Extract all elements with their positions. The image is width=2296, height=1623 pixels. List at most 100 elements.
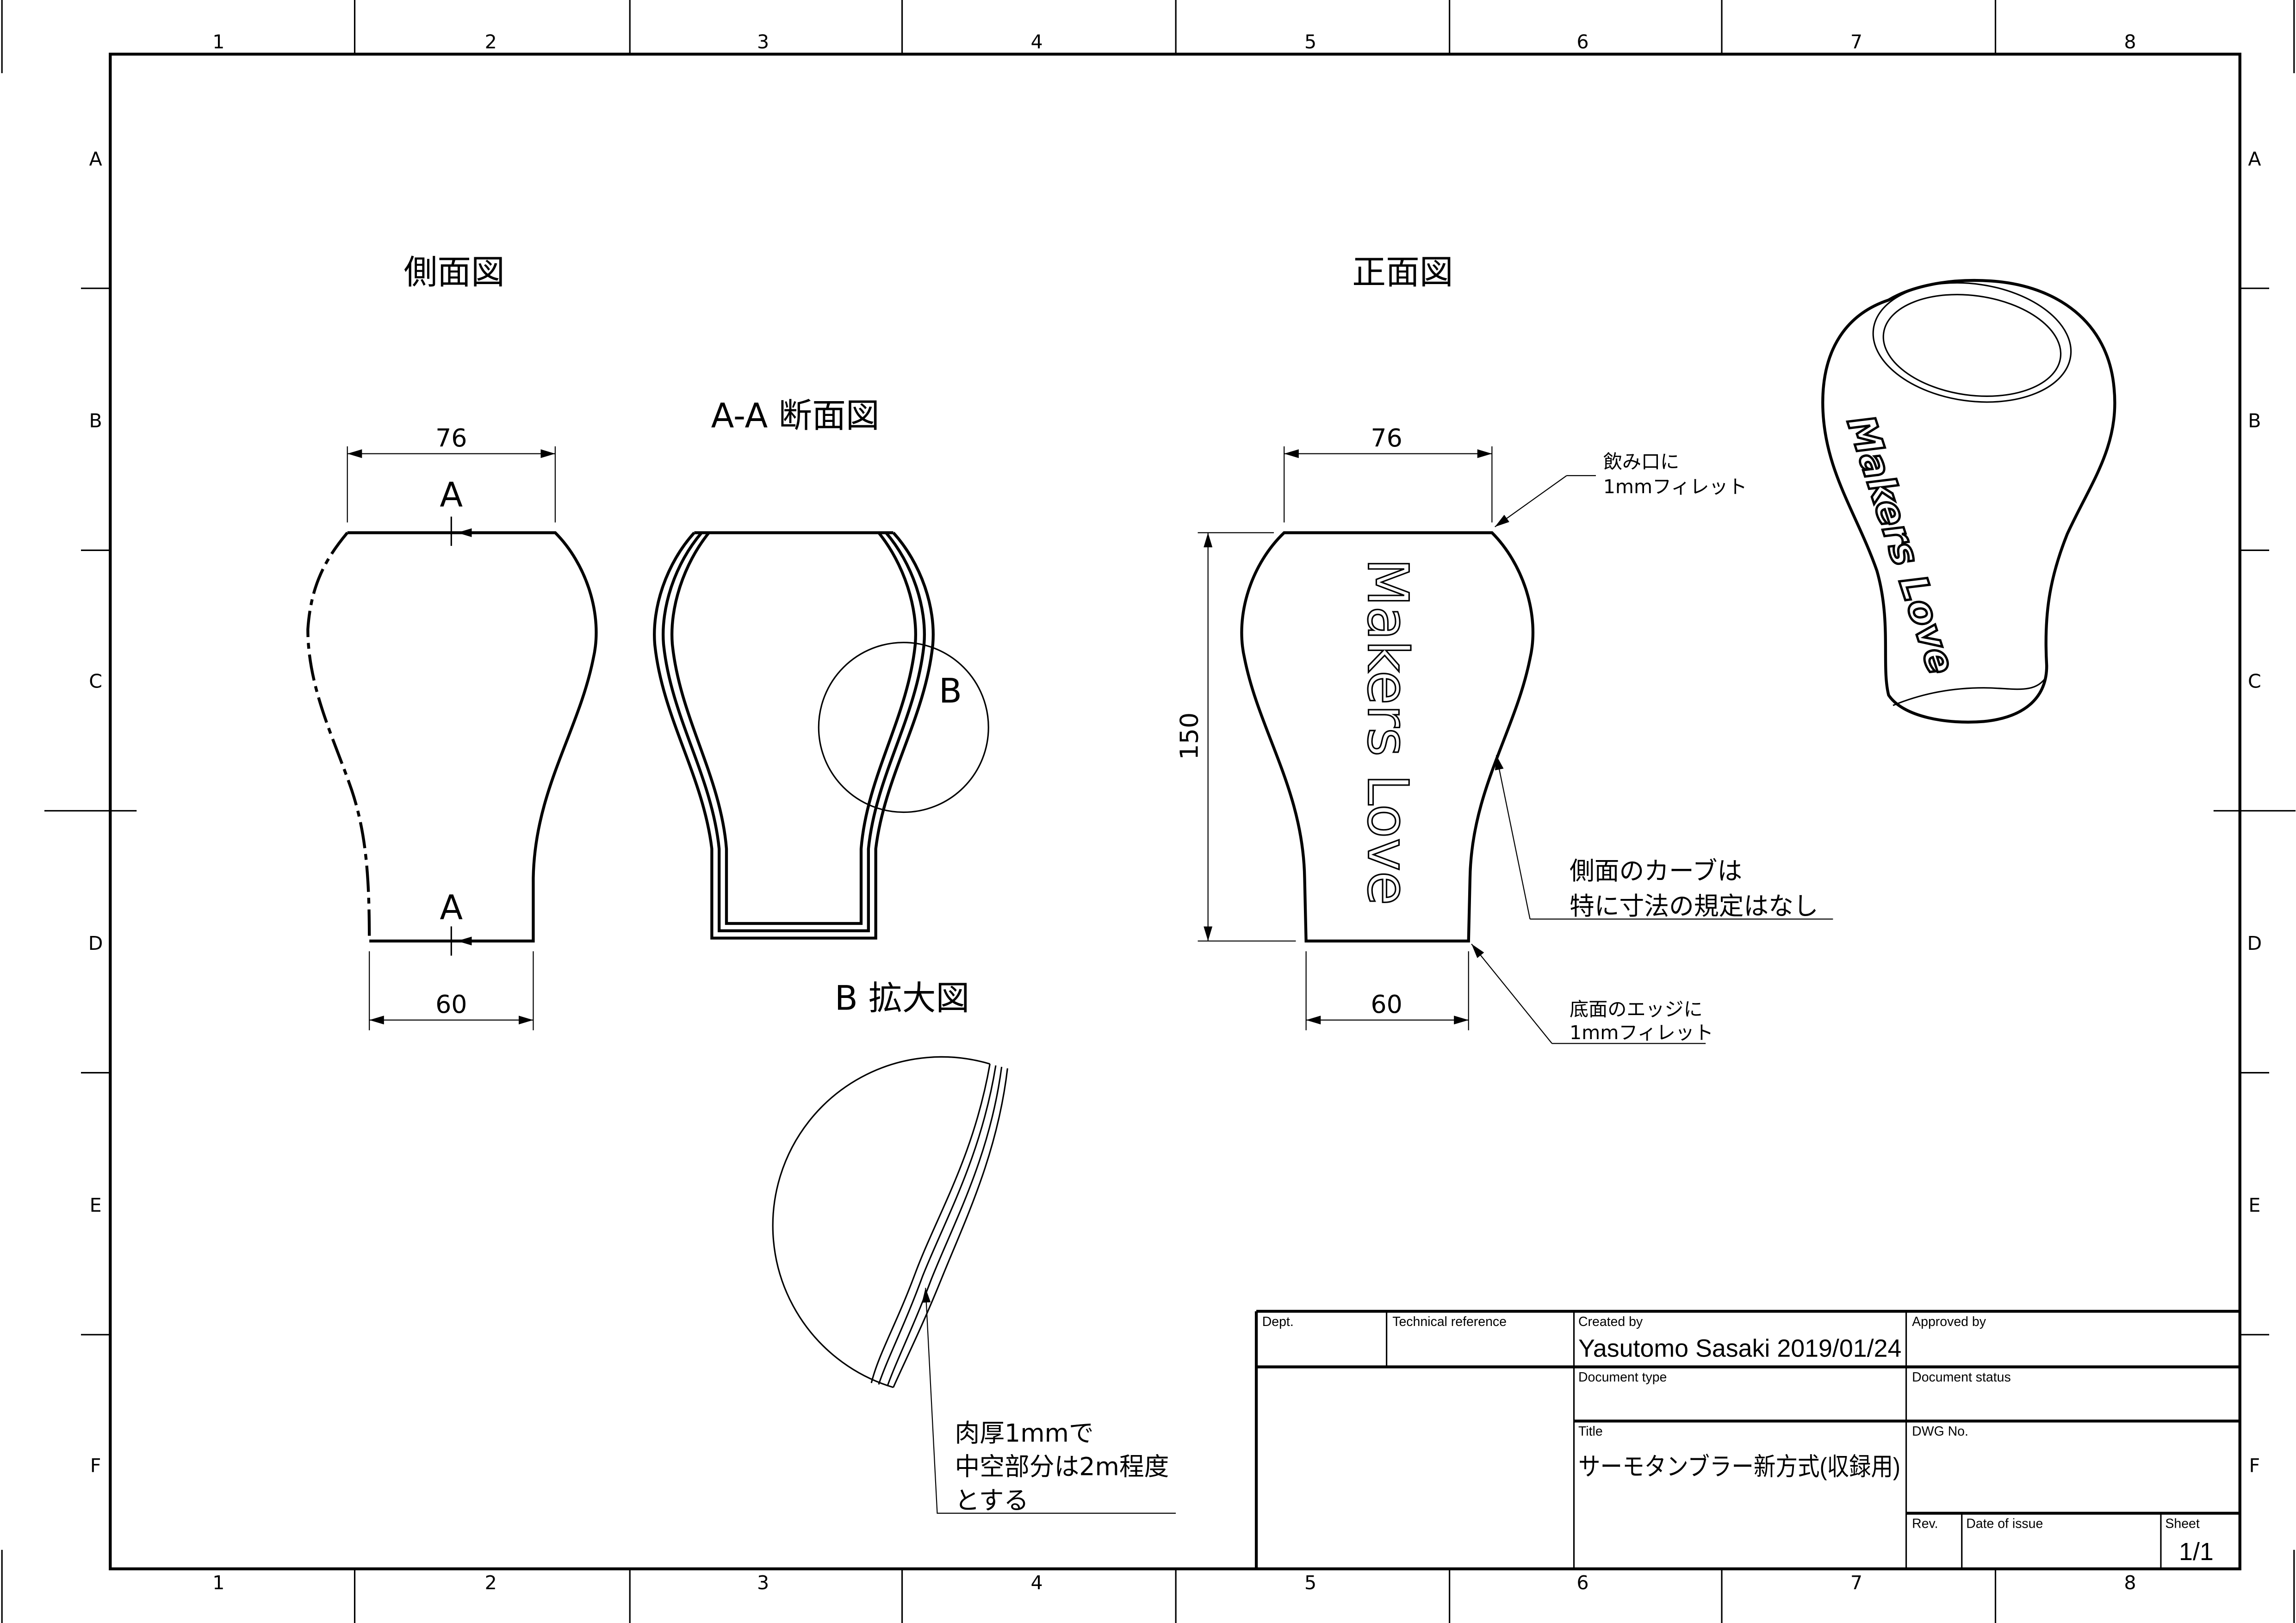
column-label: 4 [1031, 31, 1043, 53]
detail-wall-3 [887, 1066, 1003, 1387]
section-view-title: A-A 断面図 [711, 396, 880, 436]
dimension-bottom-width: 60 [1371, 990, 1402, 1019]
detail-circle [818, 642, 989, 813]
dimension-height: 150 [1175, 712, 1204, 760]
column-label: 8 [2124, 1572, 2136, 1594]
wall-note-line: 肉厚1mmで [955, 1419, 1093, 1448]
column-label: 8 [2124, 31, 2136, 53]
dept-label: Dept. [1262, 1314, 1294, 1329]
curve-note-line: 特に寸法の規定はなし [1570, 892, 1818, 921]
bottom-note-leader [1471, 943, 1552, 1044]
column-labels-bottom: 1 2 3 4 5 6 7 8 [212, 1572, 2136, 1594]
row-label: F [2249, 1455, 2260, 1477]
section-marker-bottom: A [440, 888, 463, 927]
side-view-title: 側面図 [404, 253, 505, 292]
rim-note-line: 飲み口に [1603, 451, 1679, 473]
rim-note-leader [1495, 475, 1567, 527]
column-label: 3 [757, 1572, 769, 1594]
approved-by-label: Approved by [1912, 1314, 1986, 1329]
row-labels-right: A B C D E F [2247, 148, 2262, 1477]
row-label: C [2248, 670, 2261, 693]
side-view: 76 60 A A [306, 423, 598, 1030]
row-label: E [2248, 1194, 2260, 1216]
sheet-value: 1/1 [2179, 1538, 2214, 1566]
tech-ref-label: Technical reference [1392, 1314, 1507, 1329]
extension-lines [347, 446, 556, 523]
title-label: Title [1578, 1424, 1603, 1439]
isometric-view: Makers Love [1821, 279, 2116, 724]
bottom-note-line: 1mmフィレット [1570, 1022, 1713, 1044]
column-label: 7 [1850, 1572, 1862, 1594]
column-label: 2 [485, 1572, 497, 1594]
dimension-top-width: 76 [435, 423, 467, 452]
column-labels-top: 1 2 3 4 5 6 7 8 [212, 31, 2136, 53]
column-label: 6 [1576, 1572, 1589, 1594]
title-block-major-lines [1254, 1310, 2240, 1569]
section-inner-wall [670, 532, 917, 925]
iso-base-edge [1893, 675, 2048, 706]
iso-rim-outer [1872, 282, 2072, 403]
detail-marker: B [939, 671, 962, 711]
rev-label: Rev. [1912, 1516, 1938, 1531]
bottom-note-line: 底面のエッジに [1570, 998, 1703, 1020]
iso-rim-inner [1882, 294, 2062, 397]
section-middle-wall [662, 532, 926, 932]
side-view-outline [347, 531, 598, 943]
detail-boundary [772, 1056, 990, 1388]
title-block-minor-lines [1386, 1311, 2162, 1569]
dwg-no-label: DWG No. [1912, 1424, 1968, 1439]
column-label: 1 [212, 31, 224, 53]
column-label: 7 [1850, 31, 1862, 53]
row-label: A [89, 148, 102, 170]
row-label: C [89, 670, 102, 693]
document-type-label: Document type [1578, 1370, 1667, 1385]
section-outer-wall [653, 532, 935, 940]
engraving-text: Makers Love [1355, 558, 1420, 905]
front-view: Makers Love 76 60 150 飲み口に 1mmフィレット 側面のカ… [1175, 423, 1833, 1044]
title-value: サーモタンブラー新方式(収録用) [1578, 1453, 1900, 1481]
column-label: 3 [757, 31, 769, 53]
column-label: 5 [1304, 1572, 1316, 1594]
zone-ticks [44, 0, 2296, 1623]
detail-wall-1 [870, 1064, 991, 1383]
column-label: 1 [212, 1572, 224, 1594]
row-label: B [89, 410, 102, 432]
row-label: D [88, 932, 103, 954]
front-view-outline [1240, 531, 1534, 943]
side-view-section-edge [306, 532, 371, 941]
sheet-label: Sheet [2165, 1516, 2199, 1531]
extension-lines [1284, 446, 1493, 523]
detail-view: 肉厚1mmで 中空部分は2m程度 とする [772, 1056, 1176, 1515]
dimension-bottom-width: 60 [435, 990, 467, 1019]
row-labels-left: A B C D E F [88, 148, 103, 1477]
row-label: A [2248, 148, 2261, 170]
iso-body [1821, 279, 2116, 724]
column-label: 6 [1576, 31, 1589, 53]
date-of-issue-label: Date of issue [1966, 1516, 2043, 1531]
wall-note-line: 中空部分は2m程度 [955, 1452, 1169, 1481]
wall-note-line: とする [955, 1486, 1029, 1515]
column-label: 5 [1304, 31, 1316, 53]
dimension-top-width: 76 [1371, 423, 1402, 452]
front-view-title: 正面図 [1352, 253, 1453, 292]
curve-note-leader [1495, 755, 1531, 919]
created-by-label: Created by [1578, 1314, 1643, 1329]
column-label: 2 [485, 31, 497, 53]
section-view: B [653, 531, 989, 940]
document-status-label: Document status [1912, 1370, 2011, 1385]
rim-note-line: 1mmフィレット [1603, 476, 1747, 498]
section-marker-top: A [440, 475, 463, 514]
row-label: F [90, 1455, 101, 1477]
detail-wall-2 [878, 1065, 997, 1385]
iso-engraving-text: Makers Love [1838, 410, 1963, 680]
curve-note-line: 側面のカーブは [1570, 856, 1742, 886]
column-label: 4 [1031, 1572, 1043, 1594]
row-label: B [2248, 410, 2261, 432]
row-label: E [90, 1194, 102, 1216]
created-by-value: Yasutomo Sasaki 2019/01/24 [1578, 1334, 1901, 1362]
title-block: Dept. Technical reference Created by Yas… [1254, 1310, 2240, 1569]
detail-view-title: B 拡大図 [835, 979, 969, 1018]
